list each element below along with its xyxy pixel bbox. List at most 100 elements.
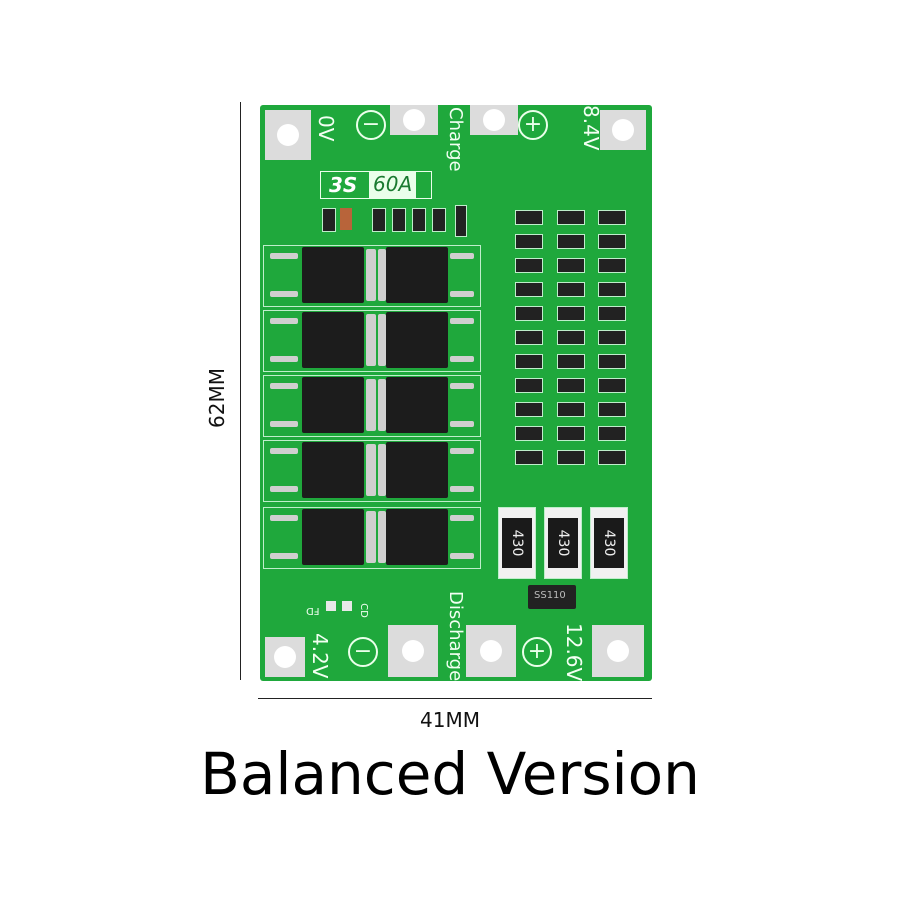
mosfet-pin	[270, 291, 298, 297]
smd-component	[515, 282, 543, 297]
mosfet-pin	[270, 253, 298, 259]
mosfet-pin	[450, 421, 474, 427]
mosfet-tab	[366, 444, 376, 496]
smd-component	[515, 354, 543, 369]
mosfet-pin	[270, 515, 298, 521]
power-resistor: 430	[590, 507, 628, 579]
model-label: 3S 60A	[320, 171, 432, 199]
diode: SS110	[528, 585, 576, 609]
label-cd: CD	[357, 603, 369, 618]
mosfet	[302, 509, 364, 565]
transistor	[455, 205, 467, 237]
plus-icon: +	[522, 637, 552, 667]
smd-component	[515, 210, 543, 225]
pad-discharge-plus	[466, 625, 516, 677]
mosfet-pin	[270, 383, 298, 389]
smd-component	[515, 426, 543, 441]
minus-icon: −	[348, 637, 378, 667]
mosfet	[386, 509, 448, 565]
mosfet	[386, 442, 448, 498]
mosfet-pin	[450, 515, 474, 521]
mosfet	[302, 312, 364, 368]
mosfet	[302, 377, 364, 433]
current-label: 60A	[369, 172, 417, 198]
smd-resistor	[322, 208, 336, 232]
smd-component	[557, 426, 585, 441]
power-resistor: 430	[498, 507, 536, 579]
smd-component	[557, 330, 585, 345]
smd-component	[557, 450, 585, 465]
mosfet-pin	[270, 486, 298, 492]
mosfet-tab	[378, 379, 386, 431]
smd-component	[598, 330, 626, 345]
pad-discharge-minus	[388, 625, 438, 677]
fd-led-pad	[326, 601, 336, 611]
smd-component	[598, 258, 626, 273]
smd-component	[598, 354, 626, 369]
smd-component	[515, 450, 543, 465]
power-resistor: 430	[544, 507, 582, 579]
mosfet-tab	[378, 249, 386, 301]
caption: Balanced Version	[200, 740, 700, 808]
height-dimension-label: 62MM	[205, 368, 229, 428]
smd-component	[598, 402, 626, 417]
pad-charge-minus	[390, 105, 438, 135]
smd-component	[557, 258, 585, 273]
pad-8v4	[600, 110, 646, 150]
smd-component	[598, 282, 626, 297]
width-dimension-line	[258, 698, 652, 699]
mosfet	[386, 377, 448, 433]
smd-component	[515, 330, 543, 345]
minus-icon: −	[356, 110, 386, 140]
mosfet	[302, 442, 364, 498]
smd-component	[515, 378, 543, 393]
mosfet	[386, 312, 448, 368]
smd-component	[557, 402, 585, 417]
mosfet-frame	[263, 310, 481, 372]
smd-component	[557, 306, 585, 321]
mosfet-pin	[450, 356, 474, 362]
smd-component	[557, 282, 585, 297]
pad-charge-plus	[470, 105, 518, 135]
smd-component	[557, 210, 585, 225]
mosfet-tab	[378, 511, 386, 563]
smd-resistor	[392, 208, 406, 232]
pad-0v	[265, 110, 311, 160]
mosfet-tab	[378, 314, 386, 366]
pad-12v6	[592, 625, 644, 677]
cells-label: 3S	[329, 173, 358, 197]
smd-resistor	[412, 208, 426, 232]
mosfet-frame	[263, 245, 481, 307]
smd-component	[598, 378, 626, 393]
mosfet-pin	[270, 553, 298, 559]
smd-component	[515, 234, 543, 249]
smd-component	[598, 426, 626, 441]
mosfet-pin	[450, 318, 474, 324]
mosfet	[386, 247, 448, 303]
label-discharge: Discharge	[445, 591, 466, 682]
label-0v: 0V	[314, 115, 338, 142]
smd-component	[598, 234, 626, 249]
mosfet-frame	[263, 507, 481, 569]
mosfet-pin	[270, 318, 298, 324]
smd-component	[557, 234, 585, 249]
mosfet-pin	[450, 291, 474, 297]
label-fd: FD	[306, 605, 320, 616]
smd-component	[598, 306, 626, 321]
mosfet-pin	[450, 486, 474, 492]
mosfet-frame	[263, 375, 481, 437]
label-4v2: 4.2V	[308, 633, 332, 679]
pad-4v2	[265, 637, 305, 677]
smd-component	[515, 258, 543, 273]
mosfet	[302, 247, 364, 303]
mosfet-tab	[366, 379, 376, 431]
mosfet-tab	[366, 249, 376, 301]
label-charge: Charge	[445, 107, 466, 172]
mosfet-frame	[263, 440, 481, 502]
smd-component	[557, 354, 585, 369]
height-dimension-line	[240, 102, 241, 680]
plus-icon: +	[518, 110, 548, 140]
smd-resistor	[372, 208, 386, 232]
mosfet-pin	[270, 356, 298, 362]
mosfet-pin	[270, 448, 298, 454]
